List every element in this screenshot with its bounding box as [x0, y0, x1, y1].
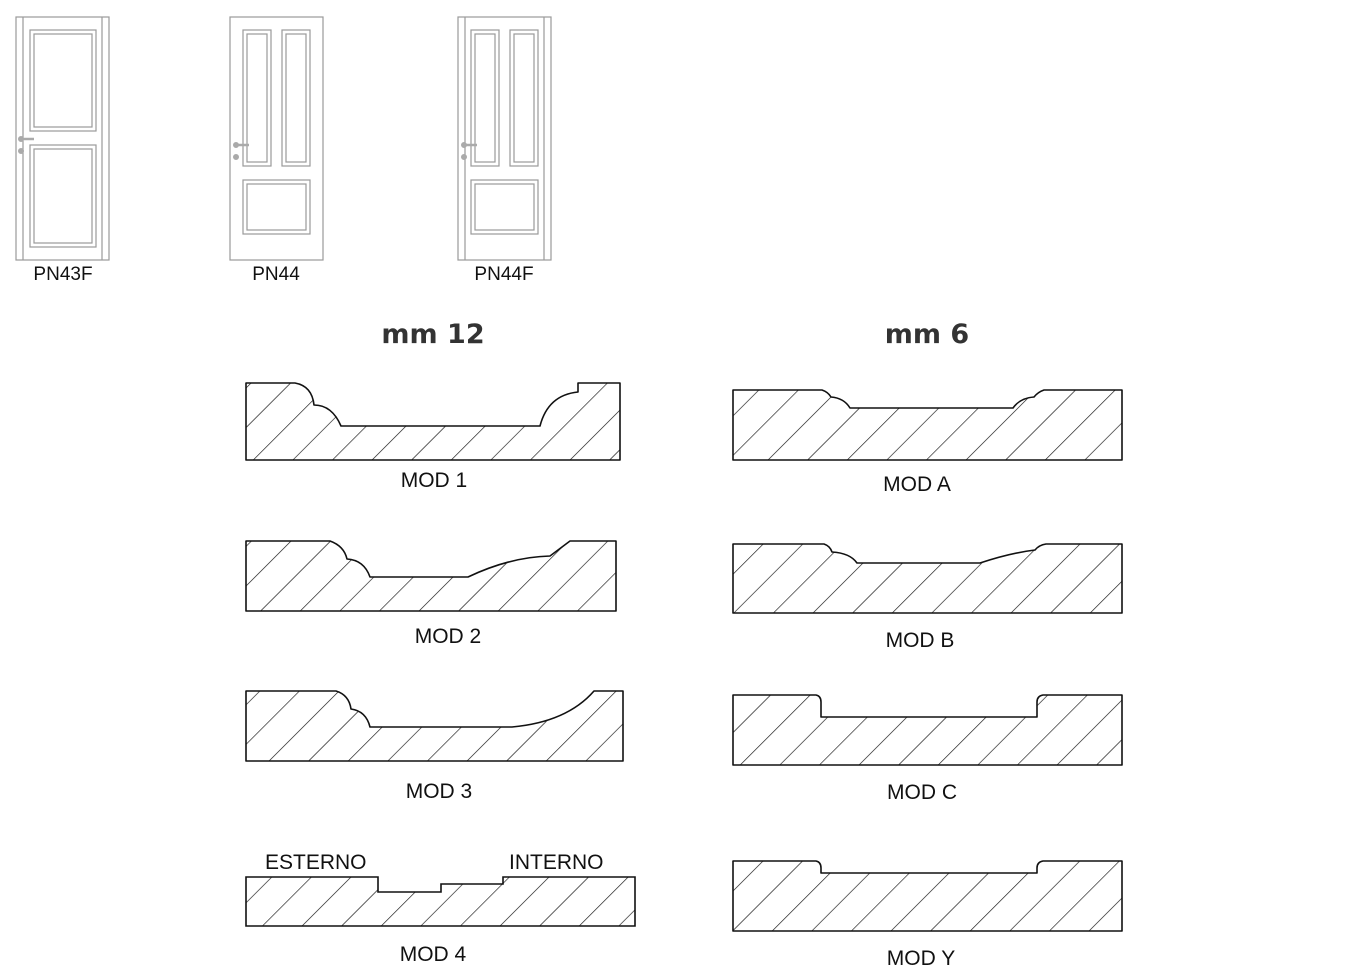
- door-panel: [281, 29, 311, 167]
- profile-section: [245, 540, 617, 612]
- door-outline: [229, 16, 324, 261]
- profile-mod-b: MOD B: [732, 543, 1123, 652]
- profile-section: [732, 389, 1123, 461]
- column-title-mm6: mm 6: [885, 319, 969, 350]
- profile-mod-1: MOD 1: [245, 382, 621, 492]
- profile-mod-4: ESTERNO INTERNO MOD 4: [245, 851, 636, 966]
- profile-label: MOD 3: [406, 780, 473, 803]
- profile-label: MOD 4: [400, 943, 467, 966]
- profile-mod-y: MOD Y: [732, 860, 1123, 970]
- door-handle-icon: [18, 136, 34, 154]
- profile-label: MOD Y: [887, 947, 955, 970]
- profile-mod-3: MOD 3: [245, 690, 624, 803]
- door-panel: [242, 179, 311, 235]
- door-pn44: PN44: [229, 16, 324, 285]
- door-label: PN43F: [33, 264, 92, 285]
- profile-label: MOD 2: [415, 625, 482, 648]
- door-panel: [470, 179, 539, 235]
- profile-label: MOD 1: [401, 469, 468, 492]
- door-pn44f: PN44F: [457, 16, 552, 285]
- column-title-mm12: mm 12: [381, 319, 484, 350]
- profile-section: [732, 860, 1123, 932]
- profile-section: [245, 690, 624, 762]
- profile-section: [732, 694, 1123, 766]
- profile-mod-2: MOD 2: [245, 540, 617, 648]
- profile-label: MOD C: [887, 781, 957, 804]
- door-pn43f: PN43F: [15, 16, 110, 285]
- side-label-esterno: ESTERNO: [265, 851, 367, 874]
- door-handle-icon: [461, 142, 477, 160]
- door-outline: [457, 16, 552, 261]
- door-panel: [29, 29, 97, 132]
- door-panel: [29, 144, 97, 248]
- door-panel: [509, 29, 539, 167]
- door-handle-icon: [233, 142, 249, 160]
- door-panel: [470, 29, 500, 167]
- profile-label: MOD A: [883, 473, 951, 496]
- door-label: PN44: [252, 264, 300, 285]
- profile-section: [732, 543, 1123, 614]
- profile-section: [245, 876, 636, 927]
- profile-label: MOD B: [886, 629, 955, 652]
- profile-section: [245, 382, 621, 461]
- profile-mod-c: MOD C: [732, 694, 1123, 804]
- door-label: PN44F: [474, 264, 533, 285]
- door-panel: [242, 29, 272, 167]
- profile-mod-a: MOD A: [732, 389, 1123, 496]
- side-label-interno: INTERNO: [509, 851, 604, 874]
